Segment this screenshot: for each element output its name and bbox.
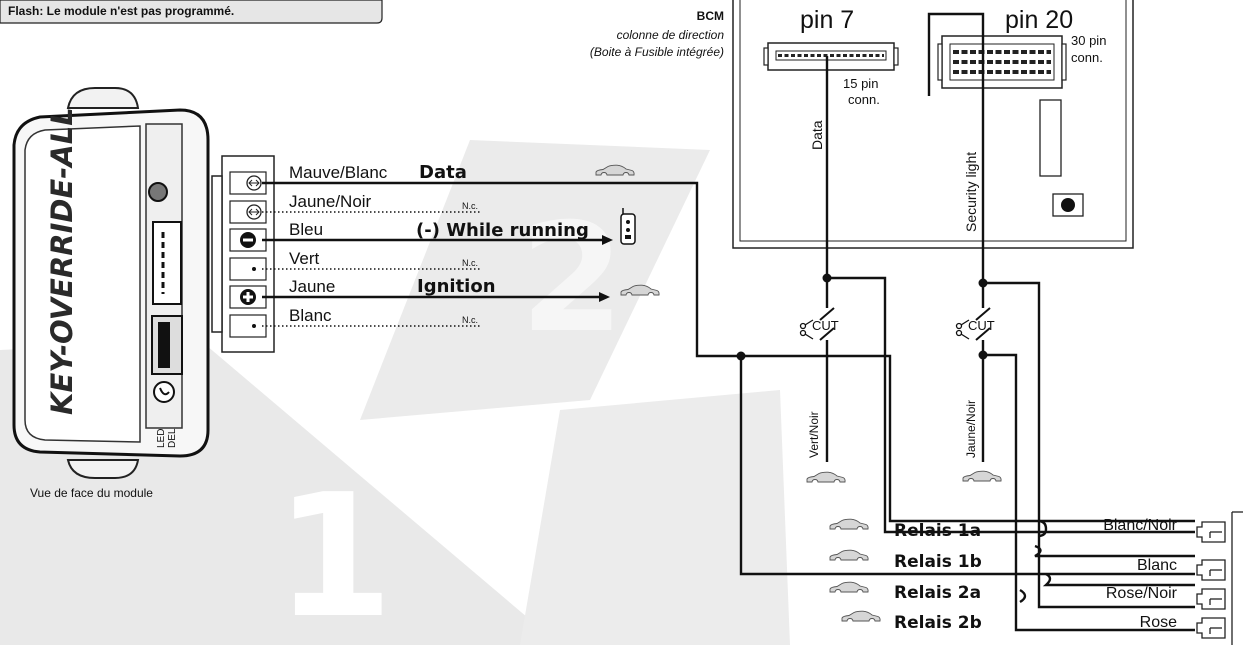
wire-color-5: Blanc (289, 306, 332, 325)
bcm-indicator-dot (1061, 198, 1075, 212)
relay-label-2: Relais 2a (894, 583, 981, 603)
harness-labels: Mauve/Blanc Data Jaune/Noir N.c. Bleu (-… (289, 162, 589, 325)
car-icon (829, 581, 869, 593)
harness-wires (262, 181, 1038, 523)
flash-note: Flash: Le module n'est pas programmé. (0, 0, 383, 24)
bcm-box: pin 7 pin 20 15 pin conn. 30 pin conn. (732, 0, 1134, 249)
wire-color-2: Bleu (289, 220, 323, 239)
wire-function-4: Ignition (417, 276, 496, 297)
pin-20-label: pin 20 (1005, 6, 1073, 34)
bcm-fuse-slot (1039, 99, 1062, 177)
relay-label-3: Relais 2b (894, 613, 982, 633)
connector-30-pin-label-1: 30 pin (1071, 33, 1106, 48)
watermark-step-1: 1 (275, 458, 393, 645)
jaune-noir-label: Jaune/Noir (964, 400, 978, 458)
module-caption: Vue de face du module (30, 486, 153, 500)
wire-function-2: (-) While running (416, 220, 589, 241)
remote-icon (620, 208, 636, 245)
car-icon (829, 518, 869, 530)
led-label-1: LED (156, 429, 167, 448)
car-icon (829, 549, 869, 561)
connector-30-pin-label-2: conn. (1071, 50, 1103, 65)
bcm-title: BCM (697, 9, 724, 23)
bcm-wires (736, 12, 1195, 632)
vert-noir-label: Vert/Noir (807, 411, 821, 458)
connector-15-pin (763, 42, 899, 71)
connector-15-pin-label-1: 15 pin (843, 76, 878, 91)
cut-label-left: CUT (812, 318, 839, 333)
module-device: KEY-OVERRIDE-ALL LED DEL (12, 87, 210, 479)
connector-15-pin-label-2: conn. (848, 92, 880, 107)
cut-label-right: CUT (968, 318, 995, 333)
bcm-subtitle-1: colonne de direction (617, 28, 725, 42)
scissors-icon-left (799, 319, 814, 340)
relay-wire-1: Blanc (1137, 557, 1177, 574)
module-brand: KEY-OVERRIDE-ALL (45, 107, 79, 415)
connector-30-pin (937, 35, 1067, 89)
wire-function-1: N.c. (462, 201, 478, 211)
pin-7-label: pin 7 (800, 6, 854, 34)
relay-connector (1196, 511, 1243, 645)
wire-function-5: N.c. (462, 315, 478, 325)
relay-wire-0: Blanc/Noir (1103, 517, 1177, 534)
wire-function-0: Data (419, 162, 467, 183)
data-wire-label: Data (809, 120, 825, 150)
led-label-2: DEL (167, 428, 178, 448)
security-light-wire-label: Security light (963, 152, 979, 232)
wire-color-3: Vert (289, 249, 320, 268)
wire-color-4: Jaune (289, 277, 335, 296)
bcm-subtitle-2: (Boite à Fusible intégrée) (590, 45, 724, 59)
watermark-step-2: 2 (520, 192, 624, 366)
car-icon (841, 610, 881, 622)
relay-wire-3: Rose (1140, 614, 1177, 631)
relay-label-1: Relais 1b (894, 552, 982, 572)
flash-note-text: Flash: Le module n'est pas programmé. (8, 4, 234, 18)
car-icon (806, 471, 846, 483)
wire-function-3: N.c. (462, 258, 478, 268)
relay-wire-2: Rose/Noir (1106, 585, 1178, 602)
scissors-icon-right (955, 319, 970, 340)
wire-color-1: Jaune/Noir (289, 192, 372, 211)
car-icon (962, 470, 1002, 482)
wire-color-0: Mauve/Blanc (289, 163, 388, 182)
relay-label-0: Relais 1a (894, 521, 981, 541)
harness-connector (211, 155, 275, 353)
